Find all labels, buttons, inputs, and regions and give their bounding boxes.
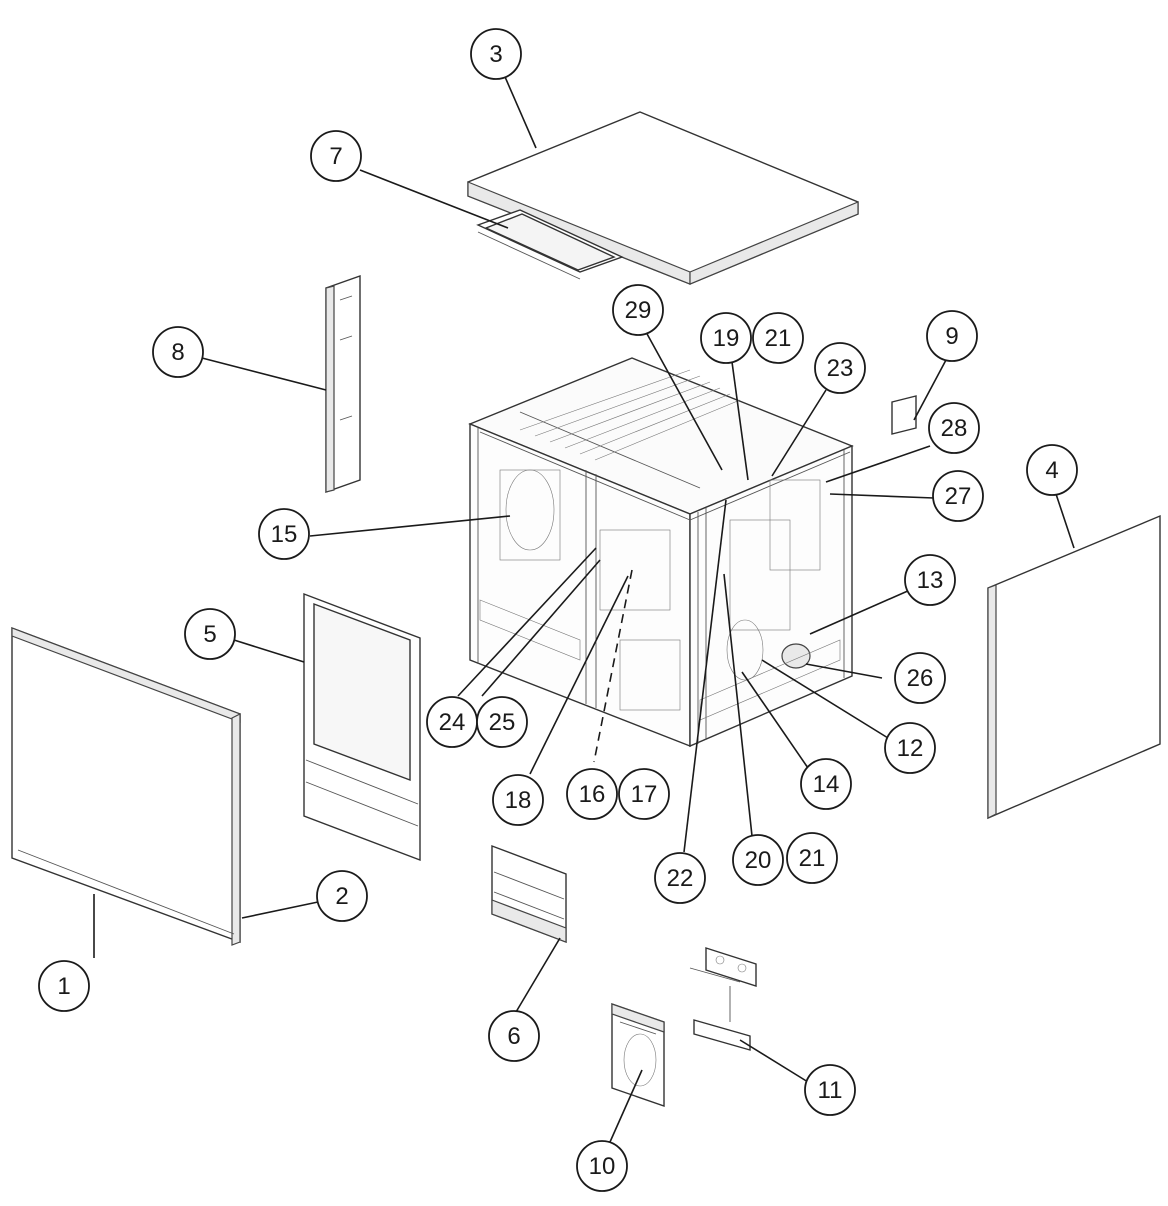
callout-label: 24 — [439, 709, 466, 736]
callout-28: 28 — [928, 402, 980, 454]
callout-3: 3 — [470, 28, 522, 80]
part-top-cover — [467, 111, 859, 285]
callout-26: 26 — [894, 652, 946, 704]
callout-5: 5 — [184, 608, 236, 660]
callout-21-lower: 21 — [786, 832, 838, 884]
callout-label: 6 — [507, 1023, 520, 1050]
callout-label: 1 — [57, 973, 70, 1000]
part-bracket-plate — [689, 947, 757, 1051]
leader-lines — [93, 69, 1075, 1143]
callout-2: 2 — [316, 870, 368, 922]
part-top-rail — [476, 209, 624, 280]
callout-label: 9 — [945, 323, 958, 350]
callout-25: 25 — [476, 696, 528, 748]
callout-29: 29 — [612, 284, 664, 336]
callout-22: 22 — [654, 852, 706, 904]
callout-label: 13 — [917, 567, 944, 594]
callout-label: 17 — [631, 781, 658, 808]
callout-label: 10 — [589, 1153, 616, 1180]
callout-label: 4 — [1045, 457, 1058, 484]
callout-label: 20 — [745, 847, 772, 874]
callout-label: 18 — [505, 787, 532, 814]
callout-18: 18 — [492, 774, 544, 826]
callout-label: 19 — [713, 325, 740, 352]
callout-8: 8 — [152, 326, 204, 378]
callout-label: 2 — [335, 883, 348, 910]
callout-13: 13 — [904, 554, 956, 606]
callout-label: 26 — [907, 665, 934, 692]
callout-label: 11 — [818, 1077, 843, 1104]
callout-label: 22 — [667, 865, 694, 892]
callout-label: 15 — [271, 521, 298, 548]
callout-17: 17 — [618, 768, 670, 820]
callout-14: 14 — [800, 758, 852, 810]
callout-label: 7 — [329, 143, 342, 170]
part-front-door — [11, 626, 241, 946]
callout-label: 5 — [203, 621, 216, 648]
callout-9: 9 — [926, 310, 978, 362]
callout-1: 1 — [38, 960, 90, 1012]
callout-label: 3 — [489, 41, 502, 68]
callout-label: 12 — [897, 735, 924, 762]
callout-label: 27 — [945, 483, 972, 510]
callout-11: 11 — [804, 1064, 856, 1116]
callout-27: 27 — [932, 470, 984, 522]
part-inner-door — [303, 592, 421, 862]
callout-label: 8 — [171, 339, 184, 366]
callout-label: 28 — [941, 415, 968, 442]
callout-10: 10 — [576, 1140, 628, 1192]
callout-16: 16 — [566, 768, 618, 820]
part-main-chassis — [468, 357, 854, 763]
callout-label: 14 — [813, 771, 840, 798]
callout-6: 6 — [488, 1010, 540, 1062]
part-right-panel — [987, 514, 1161, 820]
callout-label: 25 — [489, 709, 516, 736]
callout-15: 15 — [258, 508, 310, 560]
callout-label: 16 — [579, 781, 606, 808]
callout-label: 29 — [625, 297, 652, 324]
callout-23: 23 — [814, 342, 866, 394]
part-small-frame — [491, 844, 567, 944]
part-small-plate — [891, 395, 917, 435]
part-pump-module — [611, 1003, 665, 1107]
callout-7: 7 — [310, 130, 362, 182]
callout-21-upper: 21 — [752, 312, 804, 364]
callout-12: 12 — [884, 722, 936, 774]
callout-24: 24 — [426, 696, 478, 748]
callout-label: 21 — [799, 845, 826, 872]
part-vertical-bracket — [325, 275, 361, 493]
callout-4: 4 — [1026, 444, 1078, 496]
callout-label: 23 — [827, 355, 854, 382]
callout-20: 20 — [732, 834, 784, 886]
callout-19: 19 — [700, 312, 752, 364]
callout-label: 21 — [765, 325, 792, 352]
